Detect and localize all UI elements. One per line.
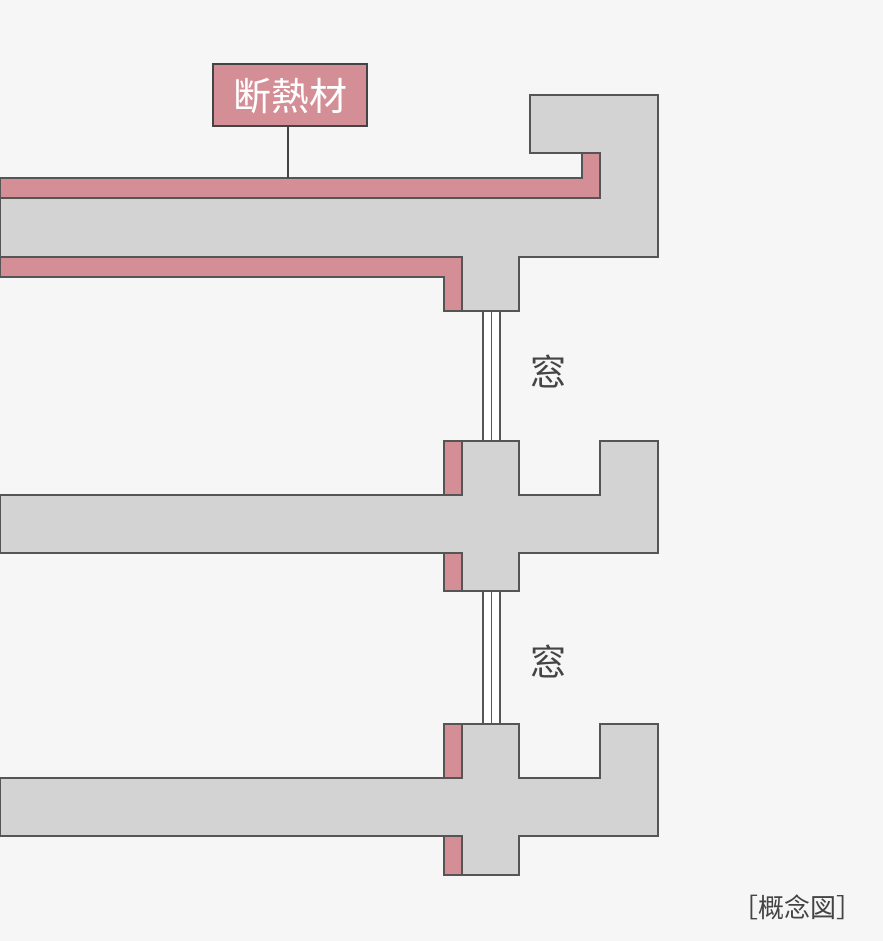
bottom-insulation-upper	[443, 723, 463, 779]
window-upper	[482, 310, 501, 442]
insulation-label: 断熱材	[233, 75, 347, 119]
window-label-lower: 窓	[530, 643, 566, 684]
diagram-caption: ［概念図］	[732, 894, 862, 924]
roof-slab	[0, 94, 659, 312]
window-label-upper: 窓	[530, 353, 566, 394]
middle-insulation-upper	[443, 440, 463, 496]
middle-insulation-lower	[443, 552, 463, 592]
middle-slab	[0, 440, 659, 592]
bottom-insulation-lower	[443, 835, 463, 876]
insulation-label-box	[212, 63, 368, 127]
roof-insulation-top	[0, 152, 601, 199]
bottom-slab-assembly	[0, 723, 659, 876]
middle-slab-assembly	[0, 440, 659, 592]
roof-slab-assembly	[0, 94, 659, 312]
bottom-slab	[0, 723, 659, 876]
roof-insulation-bottom	[0, 256, 463, 312]
window-lower	[482, 590, 501, 725]
insulation-callout: 断熱材	[212, 63, 368, 178]
